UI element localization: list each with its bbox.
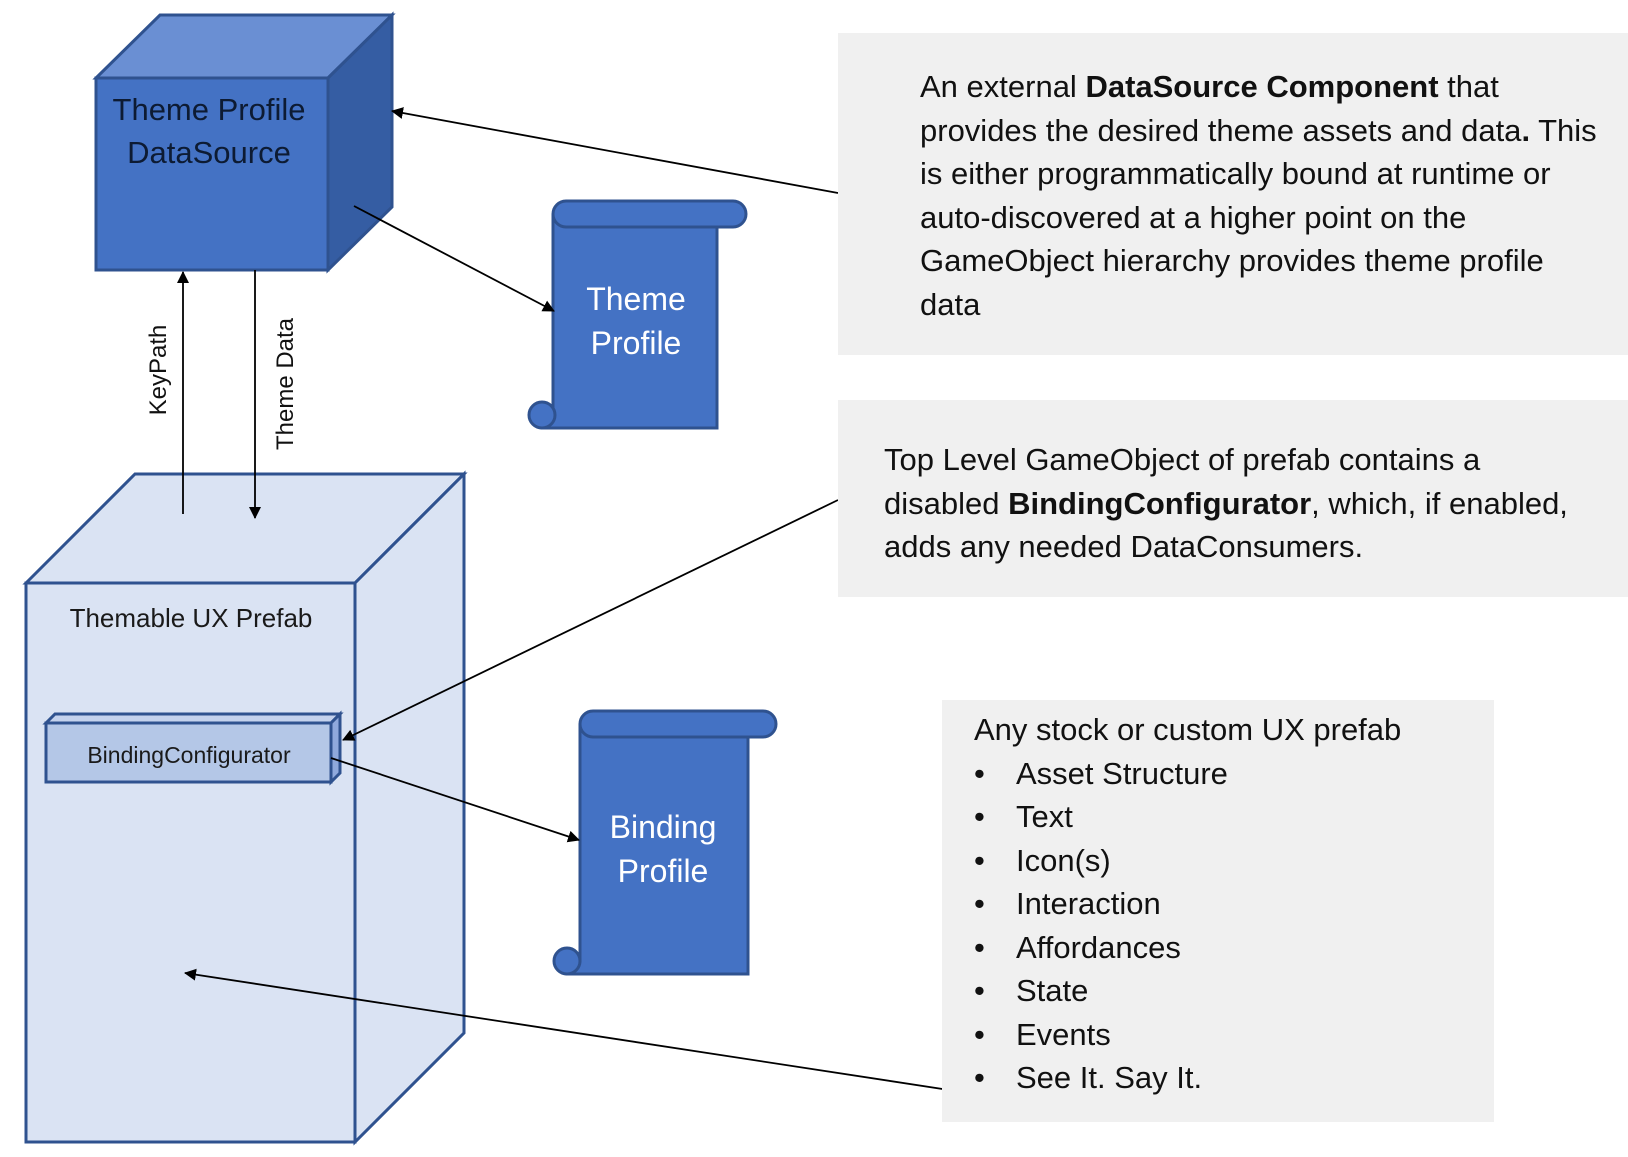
configurator-note-suffix: , which, if enabled, adds any needed Dat… xyxy=(884,485,1568,565)
binding-configurator-front xyxy=(44,721,333,784)
datasource-note-prefix: An external xyxy=(920,69,1086,104)
binding-configurator-box xyxy=(42,710,344,786)
configurator-note-prefix: Top Level GameObject of prefab contains … xyxy=(884,442,1481,521)
bullet-item: Text xyxy=(974,795,1474,839)
prefab-box-front xyxy=(24,581,357,1144)
bullet-item: Affordances xyxy=(974,926,1474,970)
bullet-item: State xyxy=(974,969,1474,1013)
theme-profile-scroll-top-curl xyxy=(551,199,748,229)
prefab-note-bullets: Asset Structure Text Icon(s) Interaction… xyxy=(974,752,1474,1100)
prefab-box-side xyxy=(353,470,466,1146)
note-to-prefab-arrow xyxy=(184,968,963,1093)
datasource-note-bold: DataSource Component xyxy=(1085,69,1439,104)
configurator-note-text: Top Level GameObject of prefab contains … xyxy=(884,438,1598,569)
note-to-datasource-arrow xyxy=(391,107,839,194)
datasource-note-suffix: This is either programmatically bound at… xyxy=(920,112,1597,322)
binding-profile-scroll-top-curl xyxy=(578,709,778,739)
bullet-item: Events xyxy=(974,1013,1474,1057)
datasource-note-text: An external DataSource Component that pr… xyxy=(920,65,1598,326)
binding-configurator-label: BindingConfigurator xyxy=(87,742,291,768)
datasource-cube-label: Theme Profile DataSource xyxy=(112,92,306,170)
theme-profile-label: Theme Profile xyxy=(586,281,686,361)
bullet-item: Icon(s) xyxy=(974,839,1474,883)
datasource-to-theme-profile-arrow xyxy=(353,205,555,312)
prefab-label: Themable UX Prefab xyxy=(69,603,313,633)
theme-profile-scroll xyxy=(527,199,748,430)
prefab-note: Any stock or custom UX prefab Asset Stru… xyxy=(942,700,1494,1122)
binding-profile-label: Binding Profile xyxy=(609,809,717,889)
configurator-note: Top Level GameObject of prefab contains … xyxy=(838,400,1628,597)
prefab-note-heading: Any stock or custom UX prefab xyxy=(974,712,1402,747)
binding-configurator-to-binding-profile-arrow xyxy=(330,757,580,843)
binding-profile-scroll-bottom-curl xyxy=(552,946,582,976)
bullet-item: See It. Say It. xyxy=(974,1056,1474,1100)
bullet-item: Interaction xyxy=(974,882,1474,926)
datasource-cube-front xyxy=(94,76,330,272)
bullet-item: Asset Structure xyxy=(974,752,1474,796)
theme-profile-scroll-bottom-curl xyxy=(527,400,557,430)
datasource-note-period: . xyxy=(1521,112,1531,148)
note-to-binding-configurator-arrow xyxy=(342,499,839,741)
prefab-box xyxy=(22,470,468,1146)
theme-data-label: Theme Data xyxy=(272,317,299,451)
datasource-cube xyxy=(92,11,396,274)
binding-profile-scroll xyxy=(552,709,778,976)
datasource-note-middle: that provides the desired theme assets a… xyxy=(920,69,1522,148)
keypath-label: KeyPath xyxy=(145,324,172,416)
configurator-note-bold: BindingConfigurator xyxy=(1008,485,1312,521)
datasource-note: An external DataSource Component that pr… xyxy=(838,33,1628,355)
